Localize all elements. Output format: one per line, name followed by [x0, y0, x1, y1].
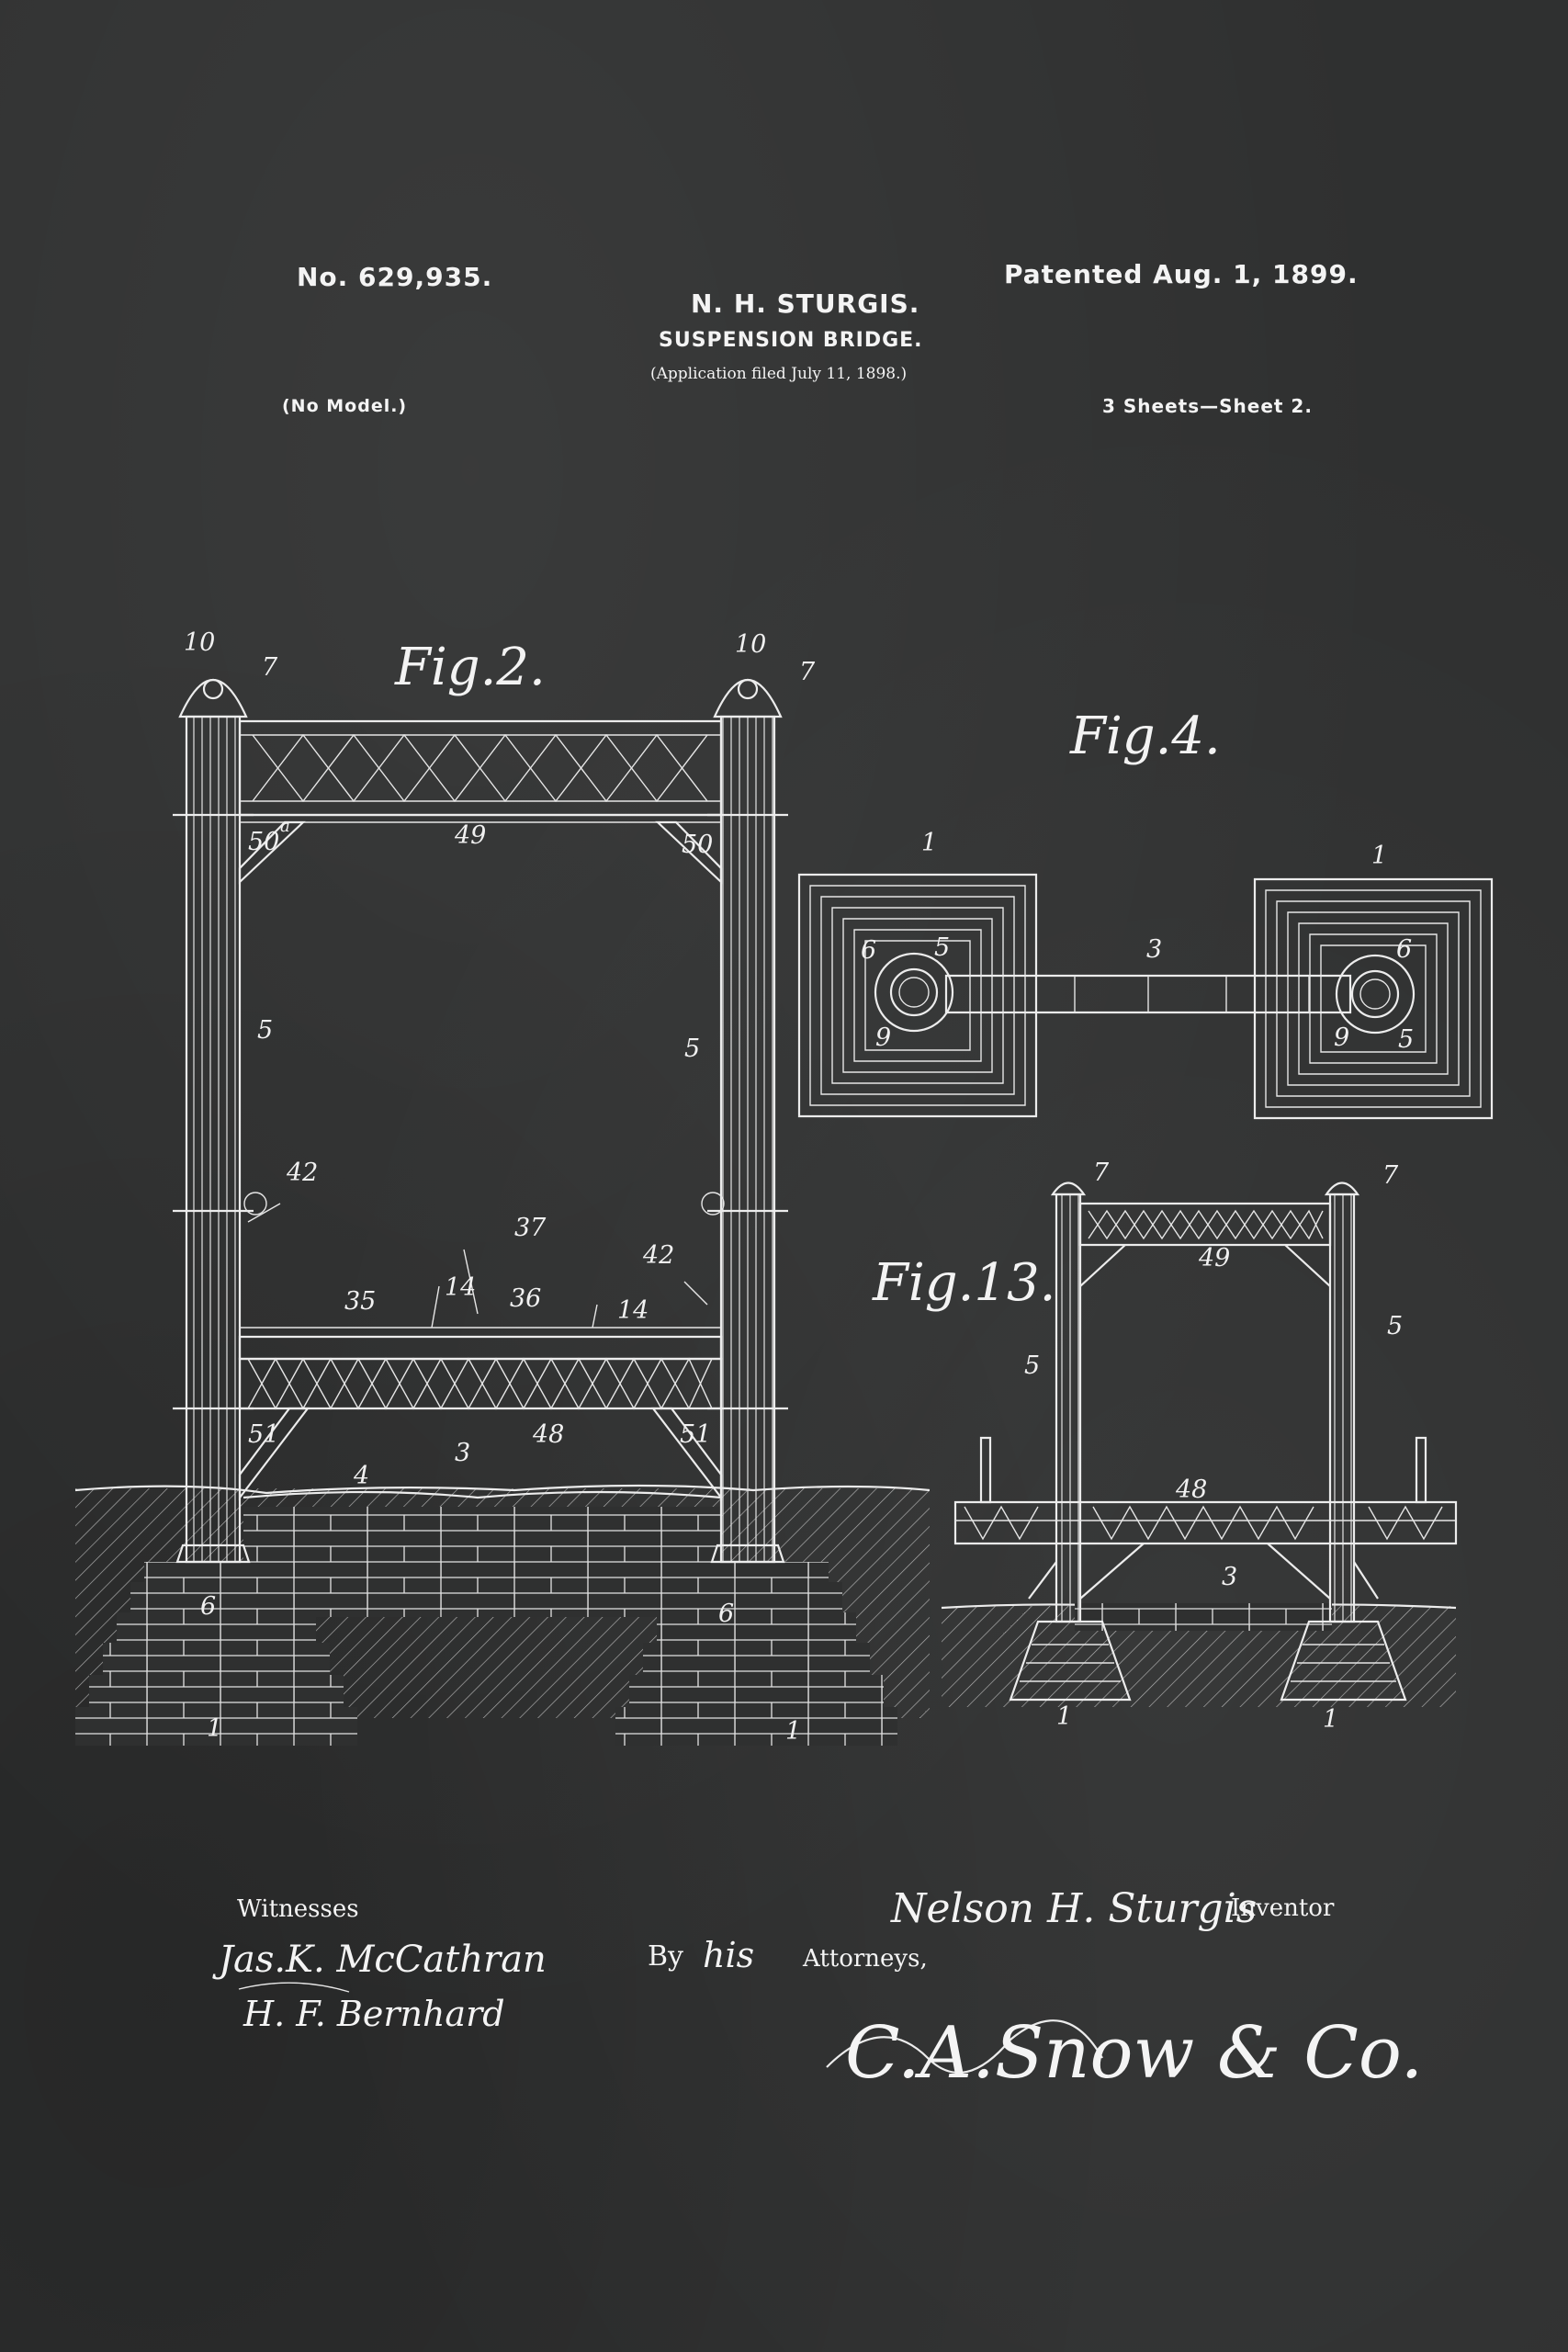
fig13-ref-3: 3: [1222, 1563, 1237, 1591]
fig2-ref-7-left: 7: [262, 653, 278, 682]
application-date: (Application filed July 11, 1898.): [650, 365, 908, 383]
fig2-label: Fig.2.: [394, 638, 546, 697]
patent-date: Patented Aug. 1, 1899.: [1004, 259, 1359, 289]
sheets-note: 3 Sheets—Sheet 2.: [1102, 395, 1313, 417]
fig2-ref-51-right: 51: [680, 1420, 711, 1449]
fig2-ref-48: 48: [532, 1420, 564, 1449]
fig4-right-pier: [1255, 879, 1492, 1118]
fig2-left-column: [173, 680, 266, 1562]
inventor-signature: Nelson H. Sturgis: [891, 1885, 1258, 1932]
patent-title: SUSPENSION BRIDGE.: [659, 329, 923, 352]
witness-2-signature: H. F. Bernhard: [243, 1994, 505, 2034]
figure-4: Fig.4.: [799, 707, 1492, 1118]
attorney-flourish: [827, 2020, 1102, 2073]
fig4-ref-6-right: 6: [1396, 935, 1412, 964]
fig13-label: Fig.13.: [872, 1253, 1055, 1313]
fig4-ref-1-right: 1: [1371, 842, 1387, 870]
fig2-ref-36: 36: [510, 1284, 541, 1313]
fig4-ref-5-left: 5: [934, 933, 950, 962]
fig2-ref-50a: 50: [248, 828, 279, 856]
fig4-ref-9-left: 9: [875, 1023, 891, 1052]
witnesses-label: Witnesses: [237, 1895, 359, 1923]
fig13-ref-5-right: 5: [1387, 1312, 1403, 1340]
fig13-ref-7-left: 7: [1093, 1159, 1110, 1187]
inventor-label: Inventor: [1231, 1894, 1335, 1922]
fig2-ref-1-right: 1: [785, 1717, 801, 1746]
fig2-ref-14-right: 14: [617, 1296, 649, 1325]
fig2-deck-truss: [240, 1328, 721, 1408]
fig4-ref-1-left: 1: [921, 829, 937, 857]
attorneys-label: Attorneys,: [803, 1945, 928, 1973]
fig2-ref-14-left: 14: [445, 1273, 476, 1302]
by-label: By: [648, 1940, 683, 1973]
witness-1-signature: Jas.K. McCathran: [219, 1939, 547, 1981]
fig13-ref-49: 49: [1198, 1244, 1230, 1272]
fig13-ref-7-right: 7: [1382, 1161, 1399, 1190]
figure-2: Fig.2. 10 7 10 7 49 50 a 50 5 5 42 42 37…: [75, 628, 930, 1746]
fig2-ref-50a-sup: a: [280, 817, 290, 836]
fig2-ref-42-left: 42: [286, 1159, 318, 1187]
fig2-ref-37: 37: [514, 1214, 547, 1242]
fig13-ref-5-left: 5: [1024, 1351, 1040, 1380]
fig2-right-column: [702, 680, 788, 1562]
fig2-ref-6-right: 6: [718, 1600, 734, 1628]
fig2-ref-10-left: 10: [184, 628, 215, 657]
patent-number: No. 629,935.: [297, 262, 493, 292]
fig4-ref-9-right: 9: [1334, 1023, 1349, 1052]
fig2-top-truss: [240, 721, 721, 822]
fig2-ref-5-right: 5: [684, 1035, 700, 1063]
fig2-ref-4: 4: [353, 1462, 369, 1490]
fig13-ref-1-left: 1: [1056, 1702, 1072, 1731]
fig4-left-pier: [799, 875, 1036, 1116]
fig2-ref-5-left: 5: [257, 1016, 273, 1045]
fig4-ref-6-left: 6: [861, 936, 876, 965]
witness-flourish: [239, 1983, 349, 1992]
figure-13: Fig.13. 7 7 49: [872, 1159, 1456, 1734]
fig2-ref-10-right: 10: [735, 630, 766, 659]
fig4-ref-3: 3: [1146, 935, 1162, 964]
fig13-ref-1-right: 1: [1323, 1705, 1338, 1734]
fig2-ref-7-right: 7: [799, 658, 816, 686]
fig13-ref-48: 48: [1175, 1476, 1207, 1504]
fig2-right-steps: [615, 1562, 897, 1746]
fig2-ref-49: 49: [454, 821, 486, 850]
attorney-signature: C.A.Snow & Co.: [845, 2012, 1424, 2095]
fig2-left-steps: [75, 1562, 357, 1746]
inventor-header: N. H. STURGIS.: [691, 288, 920, 319]
fig4-ref-5-right: 5: [1398, 1025, 1414, 1054]
fig2-ref-51-left: 51: [248, 1420, 279, 1449]
fig2-ref-50: 50: [682, 831, 713, 859]
fig2-ref-42-right: 42: [642, 1241, 674, 1270]
fig2-ref-35: 35: [344, 1287, 376, 1316]
model-note: (No Model.): [282, 396, 408, 416]
fig2-ref-1-left: 1: [207, 1714, 222, 1743]
fig2-ref-6-left: 6: [200, 1592, 216, 1621]
fig2-ref-3: 3: [455, 1439, 470, 1467]
fig4-label: Fig.4.: [1069, 707, 1221, 766]
his-label: his: [703, 1935, 755, 1975]
